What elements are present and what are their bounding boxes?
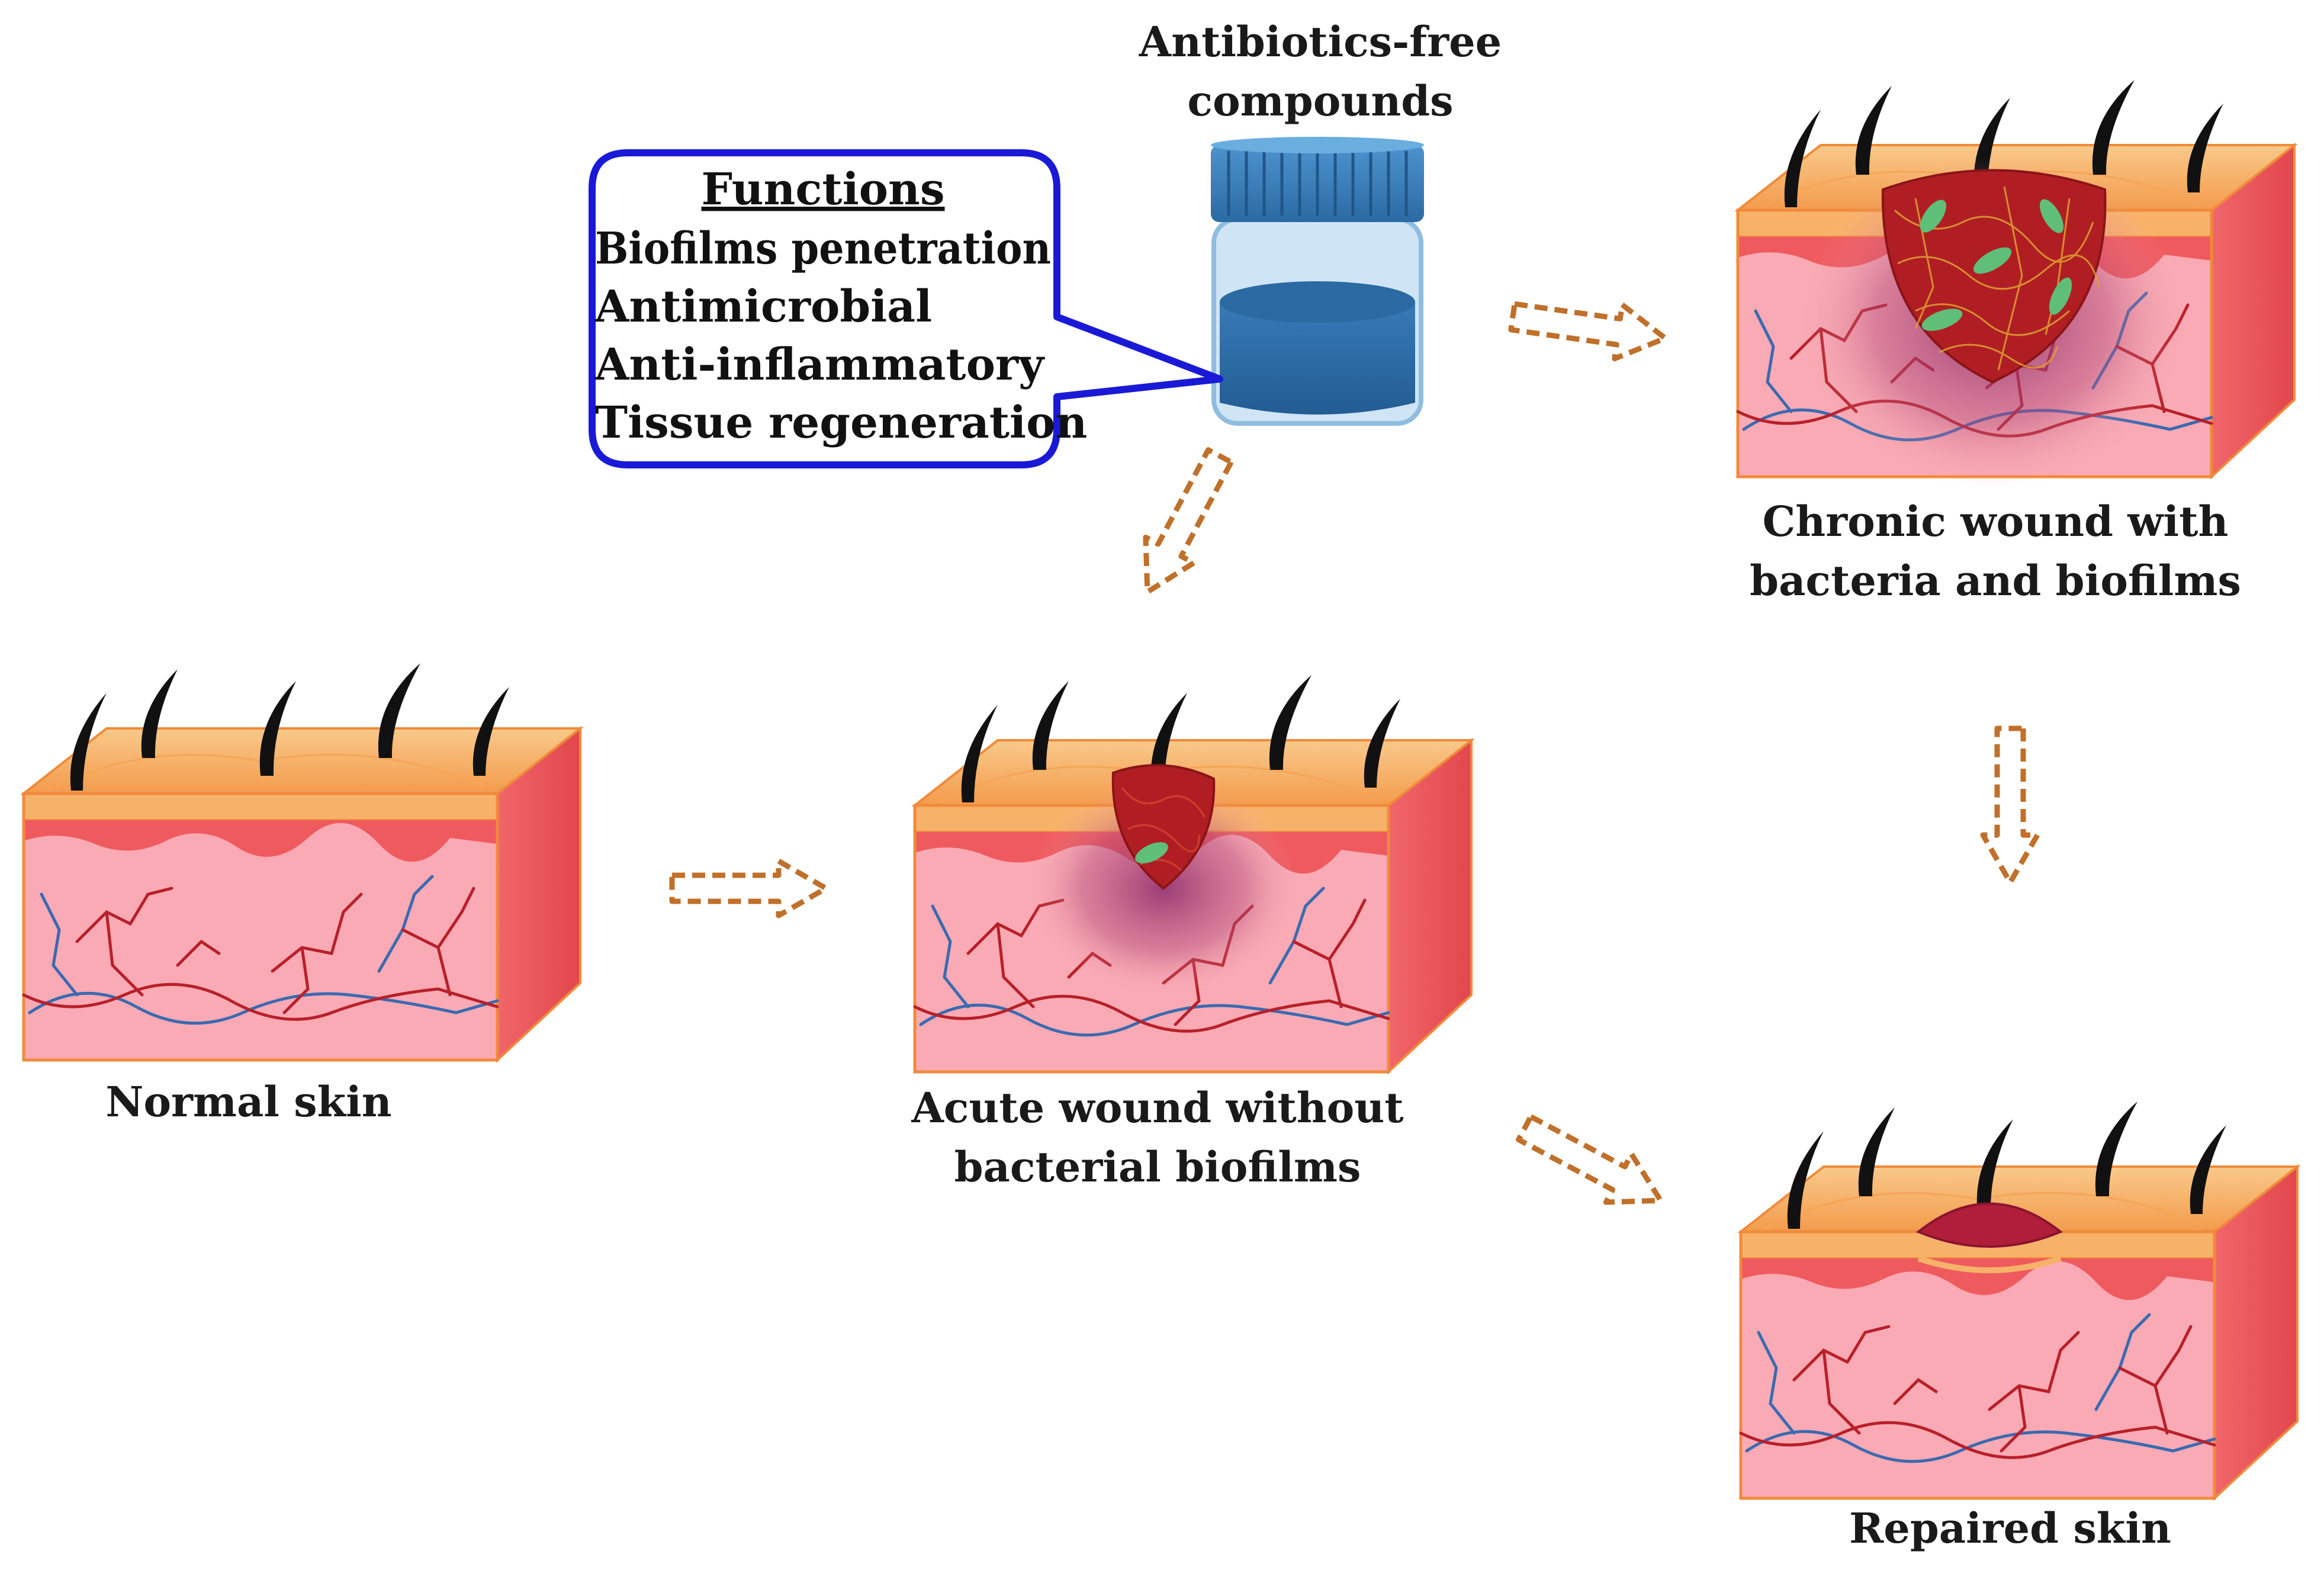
arrow-acute-to-repaired bbox=[1512, 1104, 1673, 1224]
acute-wound-label-line1: Acute wound without bbox=[911, 1083, 1403, 1132]
normal-skin-illustration bbox=[24, 663, 580, 1060]
normal-skin-label: Normal skin bbox=[105, 1077, 391, 1126]
functions-callout: Functions Biofilms penetration Antimicro… bbox=[589, 149, 1223, 468]
bacterium-icon bbox=[1920, 200, 1947, 233]
arrow-chronic-to-repaired bbox=[1983, 728, 2037, 882]
bacterium-icon bbox=[2049, 277, 2072, 315]
functions-heading: Functions bbox=[701, 164, 944, 215]
bacterium-icon bbox=[1921, 309, 1963, 331]
bacterium-icon bbox=[1973, 247, 2012, 274]
repaired-skin-illustration bbox=[1741, 1101, 2297, 1498]
function-antimicrobial: Antimicrobial bbox=[594, 281, 932, 332]
arrow-vial-to-acute bbox=[1123, 443, 1243, 605]
function-anti-inflammatory: Anti-inflammatory bbox=[594, 339, 1045, 390]
arrow-vial-to-chronic bbox=[1509, 290, 1669, 365]
acute-wound-label-line2: bacterial biofilms bbox=[954, 1142, 1361, 1192]
compound-title-line1: Antibiotics-free bbox=[1139, 17, 1502, 66]
function-tissue-regeneration: Tissue regeneration bbox=[595, 397, 1087, 448]
bacterium-icon bbox=[1135, 842, 1168, 863]
chronic-wound-label-line1: Chronic wound with bbox=[1763, 497, 2229, 546]
chronic-wound-illustration bbox=[1738, 80, 2294, 489]
compound-title-line2: compounds bbox=[1187, 76, 1453, 126]
function-biofilms-penetration: Biofilms penetration bbox=[595, 223, 1051, 274]
acute-wound-illustration bbox=[915, 675, 1471, 1072]
bacterium-icon bbox=[2039, 199, 2064, 233]
chronic-wound-label-line2: bacteria and biofilms bbox=[1750, 556, 2241, 605]
vial-icon bbox=[1211, 137, 1424, 426]
arrow-normal-to-acute bbox=[672, 861, 826, 916]
repaired-skin-label: Repaired skin bbox=[1849, 1504, 2171, 1553]
